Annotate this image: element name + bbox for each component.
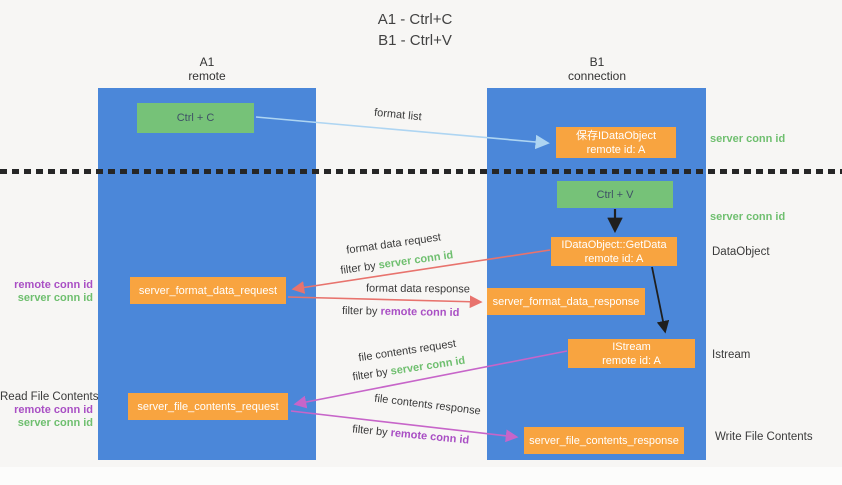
- server-format-data-response-box: server_format_data_response: [487, 288, 645, 315]
- save-dataobject-box: 保存IDataObject remote id: A: [556, 127, 676, 158]
- lane-header-b1: B1 connection: [542, 55, 652, 83]
- filter-by-text: filter by: [341, 304, 381, 318]
- lane-a1-name: A1: [199, 55, 215, 69]
- filter-by-text: filter by: [351, 423, 392, 440]
- file-contents-response-filter: filter by remote conn id: [352, 423, 470, 446]
- server-conn-id-key: server conn id: [389, 354, 466, 378]
- getdata-line2: remote id: A: [584, 252, 644, 265]
- filter-by-text: filter by: [339, 259, 380, 277]
- getdata-line1: IDataObject::GetData: [561, 238, 667, 251]
- server-file-contents-request-box: server_file_contents_request: [128, 393, 288, 420]
- server-conn-id-key: server conn id: [377, 249, 455, 272]
- ctrl-c-box: Ctrl + C: [137, 103, 254, 133]
- remote-conn-id-left-1: remote conn id: [14, 279, 93, 291]
- istream-box: IStream remote id: A: [568, 339, 695, 368]
- server-format-data-request-box: server_format_data_request: [130, 277, 286, 304]
- lane-b1-subtitle: connection: [567, 68, 627, 83]
- server-file-contents-response-box: server_file_contents_response: [524, 427, 684, 454]
- ctrl-c-label: Ctrl + C: [176, 112, 215, 124]
- save-dataobject-line2: remote id: A: [586, 143, 646, 156]
- server-format-data-response-label: server_format_data_response: [492, 295, 640, 308]
- dataobject-label: DataObject: [712, 246, 770, 258]
- read-file-contents-label: Read File Contents: [0, 391, 99, 403]
- remote-conn-id-key: remote conn id: [380, 305, 460, 320]
- server-conn-id-left-2: server conn id: [17, 417, 93, 429]
- server-conn-id-right-mid: server conn id: [710, 211, 786, 223]
- getdata-box: IDataObject::GetData remote id: A: [551, 237, 677, 266]
- istream-side-label: Istream: [712, 349, 751, 361]
- server-file-contents-request-label: server_file_contents_request: [137, 400, 279, 413]
- format-data-response-arrow: [287, 295, 483, 309]
- diagram-title: A1 - Ctrl+C B1 - Ctrl+V: [330, 9, 500, 51]
- title-line-1: A1 - Ctrl+C: [377, 11, 453, 28]
- server-file-contents-response-label: server_file_contents_response: [529, 434, 679, 447]
- ctrl-v-box: Ctrl + V: [557, 181, 673, 208]
- istream-line2: remote id: A: [602, 354, 661, 367]
- save-dataobject-line1: 保存IDataObject: [575, 129, 657, 142]
- remote-conn-id-key: remote conn id: [390, 427, 470, 447]
- format-data-response-filter: filter by remote conn id: [342, 305, 460, 319]
- ctrl-v-label: Ctrl + V: [596, 188, 634, 201]
- lane-header-a1: A1 remote: [152, 55, 262, 83]
- write-file-contents-label: Write File Contents: [715, 431, 813, 443]
- bottom-strip: [0, 467, 842, 485]
- lane-b1-name: B1: [589, 55, 605, 69]
- lane-a1-subtitle: remote: [188, 68, 226, 83]
- title-line-2: B1 - Ctrl+V: [378, 32, 452, 49]
- remote-conn-id-left-2: remote conn id: [14, 404, 93, 416]
- machine-boundary-dotted-line: [0, 169, 842, 174]
- istream-line1: IStream: [612, 340, 651, 353]
- server-format-data-request-label: server_format_data_request: [138, 284, 278, 297]
- format-list-label: format list: [373, 106, 423, 124]
- filter-by-text: filter by: [351, 365, 392, 384]
- server-conn-id-right-top: server conn id: [710, 133, 786, 145]
- format-data-response-label: format data response: [365, 282, 471, 296]
- server-conn-id-left-1: server conn id: [17, 292, 93, 304]
- file-contents-response-label: file contents response: [373, 392, 482, 418]
